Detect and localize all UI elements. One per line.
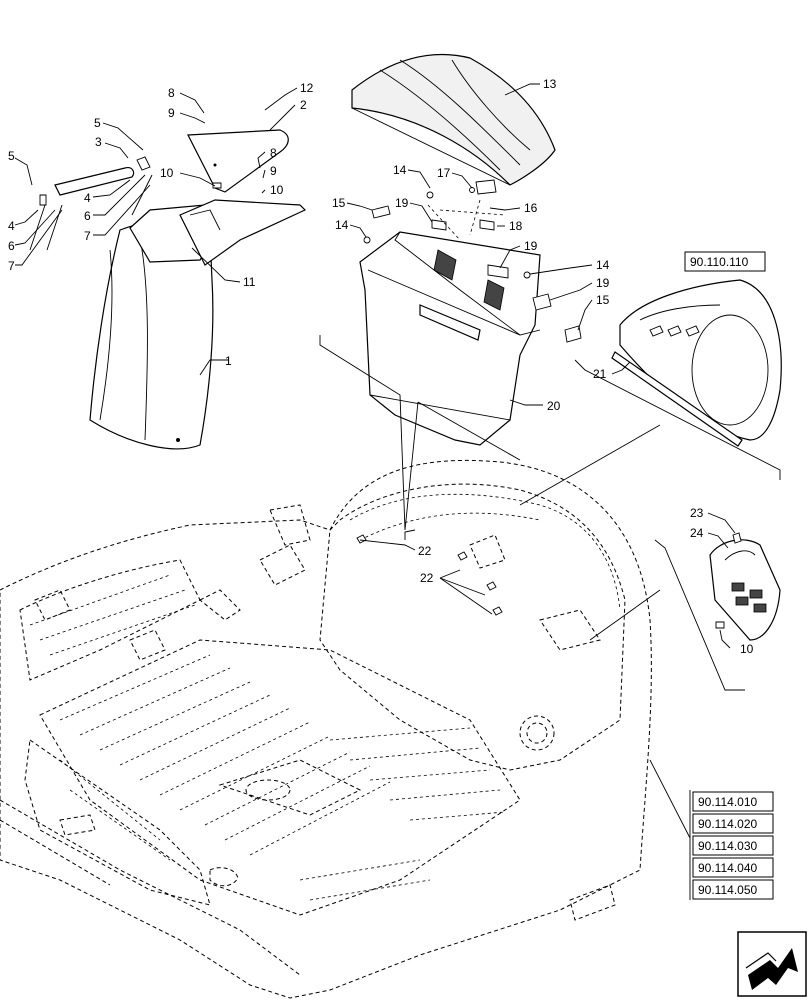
cab-floor-assembly — [0, 459, 652, 999]
callout-4-left: 4 — [8, 219, 15, 233]
reference-item[interactable]: 90.114.020 — [692, 813, 774, 834]
callout-22-top: 22 — [418, 544, 432, 558]
callout-21: 21 — [593, 367, 607, 381]
callout-11: 11 — [243, 275, 256, 289]
reference-code[interactable]: 90.114.040 — [698, 861, 757, 875]
callout-23: 23 — [690, 506, 704, 520]
part-20-storage-bin — [359, 231, 541, 446]
callout-5-left: 5 — [8, 149, 15, 163]
callout-19-mid: 19 — [524, 239, 538, 253]
callout-5-right: 5 — [94, 116, 101, 130]
callout-6-right: 6 — [84, 209, 91, 223]
reference-code[interactable]: 90.114.010 — [698, 795, 757, 809]
part-3-grab-handle — [29, 156, 153, 251]
callout-19-right: 19 — [596, 276, 610, 290]
callout-20: 20 — [547, 399, 561, 413]
callout-12: 12 — [300, 81, 314, 95]
callout-18: 18 — [509, 219, 523, 233]
part-1-pillar-trim — [89, 199, 307, 450]
part-2-side-panel — [187, 129, 289, 193]
callout-labels: 1 2 3 4 4 5 5 6 6 7 7 8 8 9 9 10 10 10 1… — [8, 77, 754, 656]
callout-14-left: 14 — [335, 218, 349, 232]
callout-22-bottom: 22 — [420, 571, 434, 585]
callout-7-right: 7 — [84, 229, 91, 243]
reference-code[interactable]: 90.114.030 — [698, 839, 757, 853]
callout-8-top: 8 — [168, 86, 175, 100]
callout-8-right: 8 — [270, 146, 277, 160]
callout-15-right: 15 — [596, 293, 610, 307]
callout-14-top: 14 — [393, 163, 407, 177]
callout-10-left: 10 — [160, 166, 174, 180]
callout-3: 3 — [95, 135, 102, 149]
reference-code-top[interactable]: 90.110.110 — [690, 255, 749, 269]
callout-9-top: 9 — [168, 106, 175, 120]
callout-1: 1 — [225, 354, 232, 368]
bin-fasteners — [363, 179, 582, 343]
part-24-switch-panel — [709, 532, 781, 641]
callout-14-right: 14 — [596, 258, 610, 272]
callout-13: 13 — [543, 77, 557, 91]
leader-lines — [14, 83, 781, 839]
callout-6-left: 6 — [8, 239, 15, 253]
reference-box-top[interactable]: 90.110.110 — [684, 251, 766, 272]
callout-24: 24 — [690, 526, 704, 540]
instrument-cluster-panel — [611, 279, 782, 447]
callout-2: 2 — [300, 98, 307, 112]
reference-list: 90.114.010 90.114.020 90.114.030 90.114.… — [689, 790, 774, 900]
reference-item[interactable]: 90.114.040 — [692, 857, 774, 878]
callout-17: 17 — [437, 166, 451, 180]
callout-10-right: 10 — [270, 183, 284, 197]
callout-15-left: 15 — [332, 196, 346, 210]
callout-7-left: 7 — [8, 259, 15, 273]
reference-code[interactable]: 90.114.020 — [698, 817, 757, 831]
reference-code[interactable]: 90.114.050 — [698, 883, 757, 897]
reference-item[interactable]: 90.114.010 — [692, 791, 774, 812]
callout-10-bottom: 10 — [740, 642, 754, 656]
reference-item[interactable]: 90.114.050 — [692, 879, 774, 900]
part-13-roof-cover — [351, 53, 556, 186]
arrow-next-page-icon[interactable] — [737, 931, 807, 997]
reference-item[interactable]: 90.114.030 — [692, 835, 774, 856]
callout-16: 16 — [524, 201, 538, 215]
callout-19-left: 19 — [395, 196, 409, 210]
callout-9-right: 9 — [270, 164, 277, 178]
callout-4-right: 4 — [84, 191, 91, 205]
